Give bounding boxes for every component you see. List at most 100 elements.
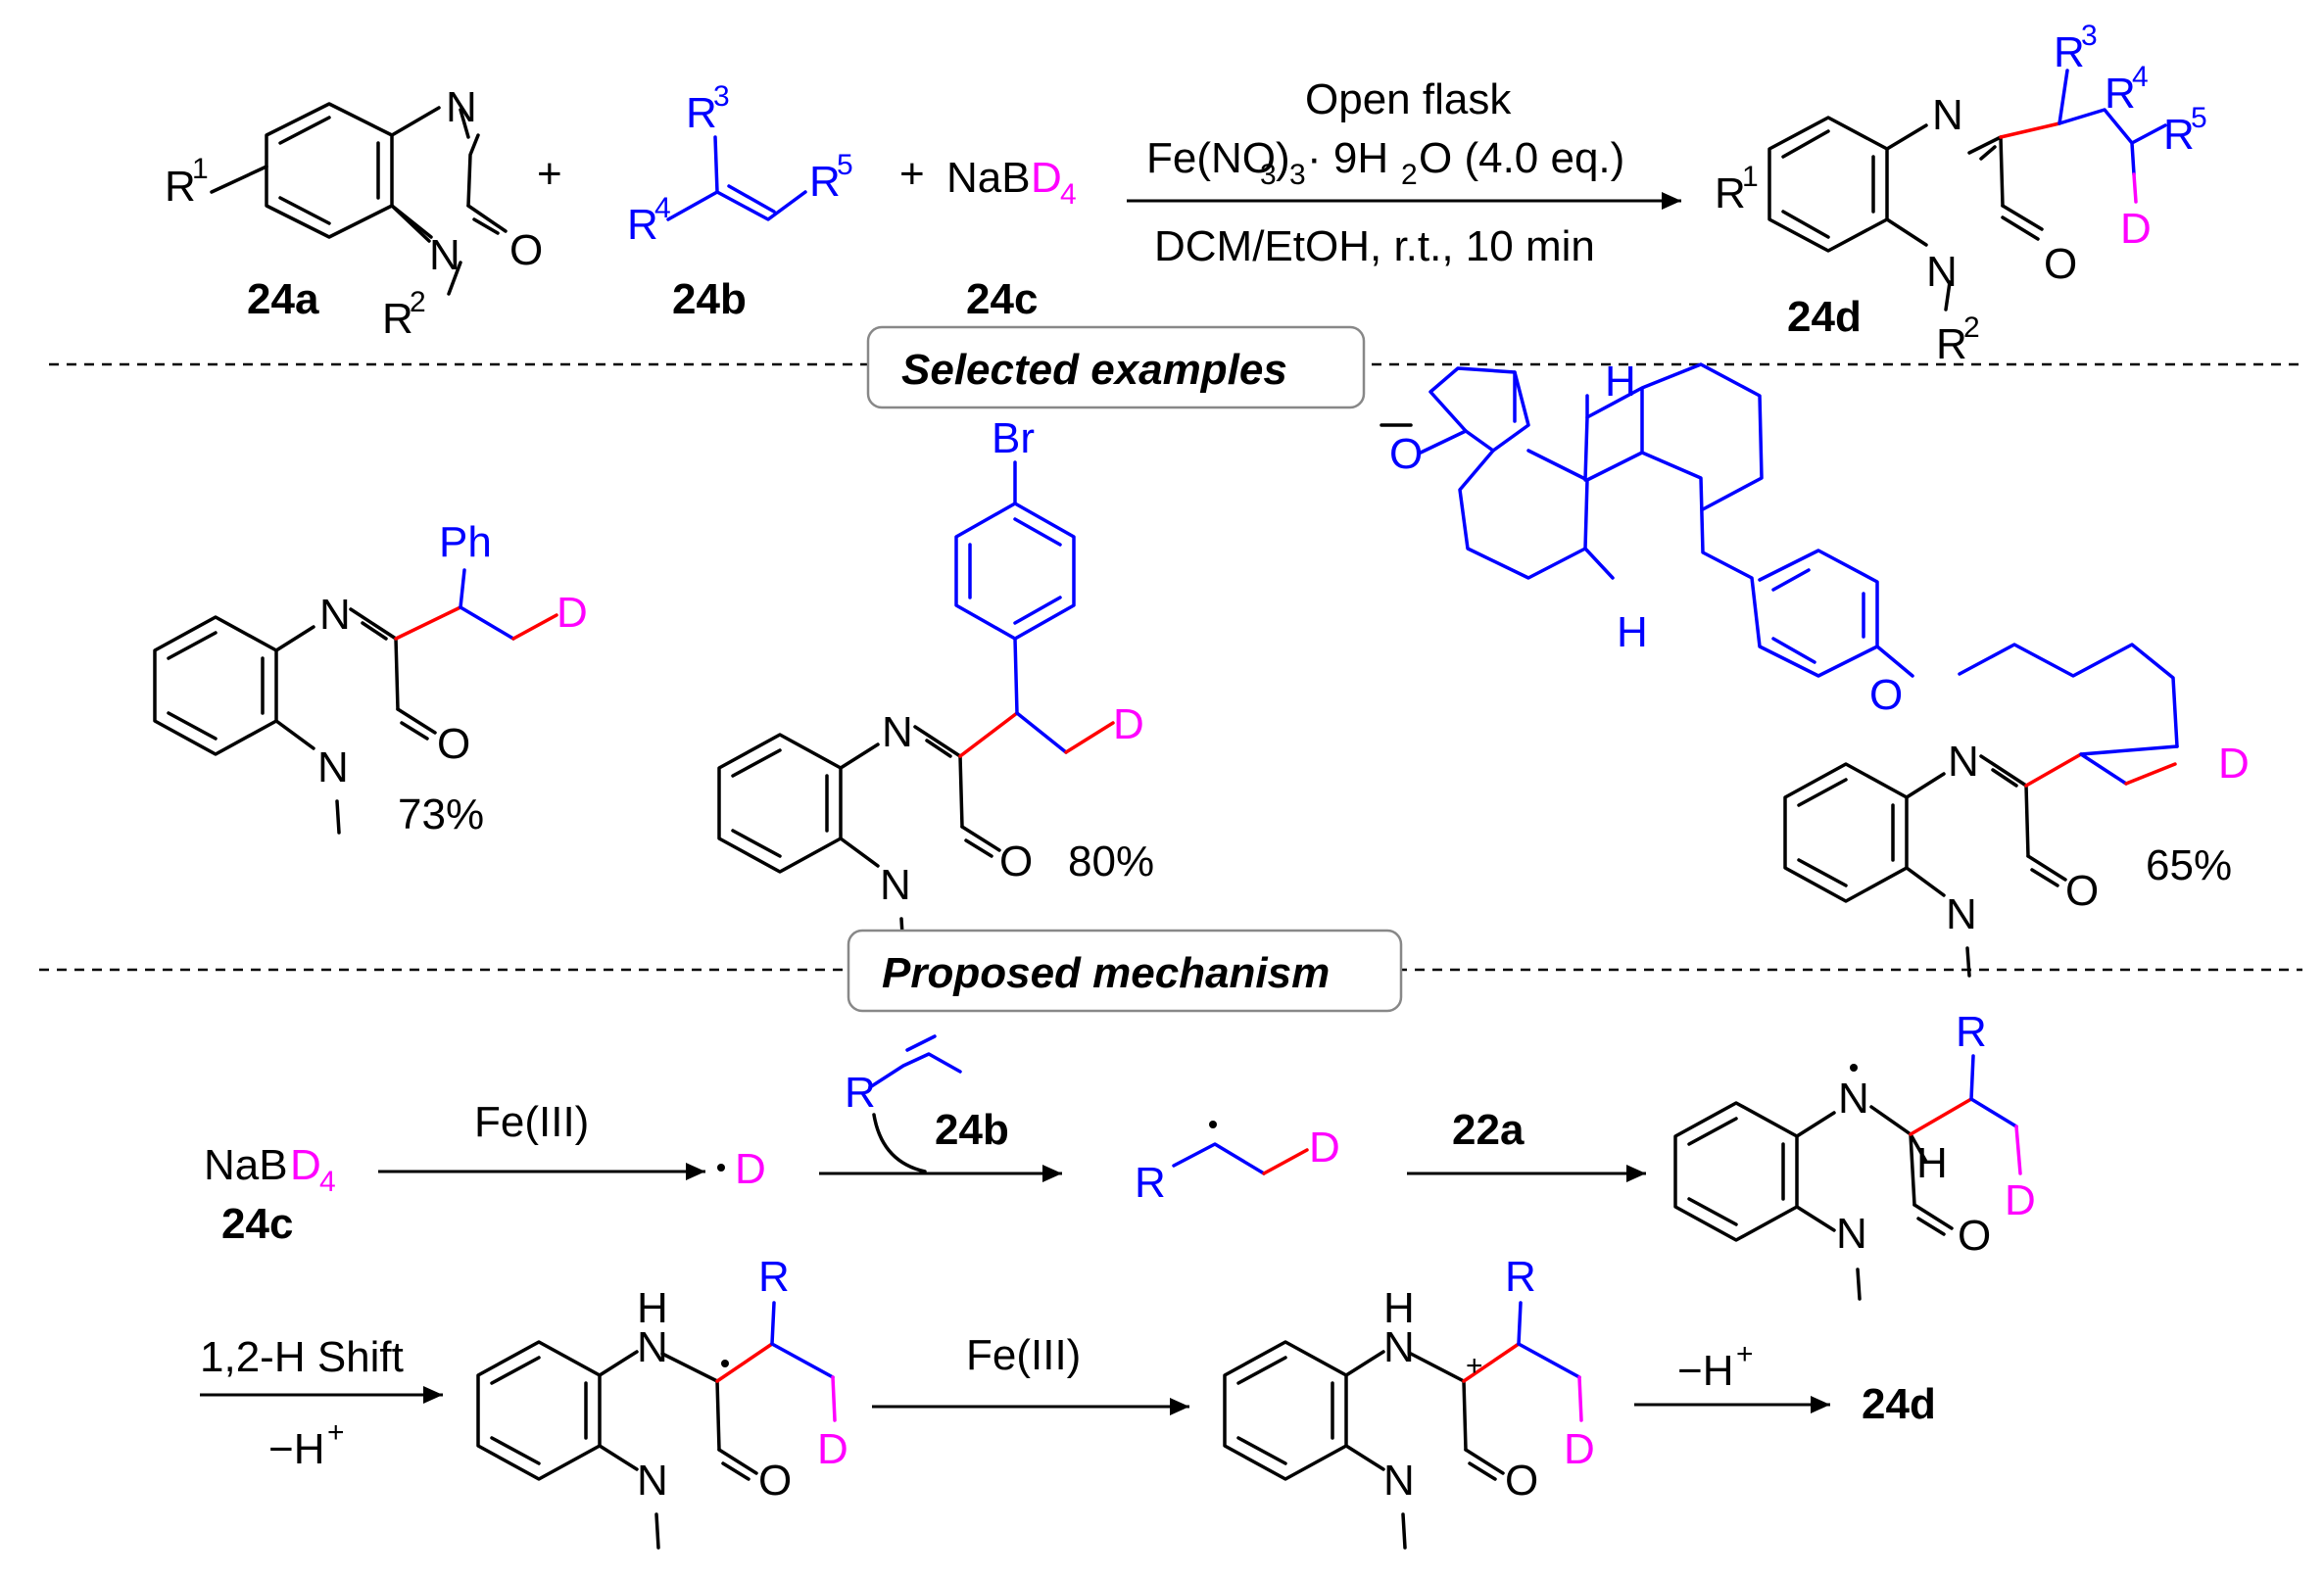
svg-text:N: N [446, 83, 477, 131]
svg-text:R: R [845, 1069, 876, 1117]
mechanism-title: Proposed mechanism [882, 949, 1330, 997]
svg-text:R: R [1936, 320, 1967, 368]
mechanism-step2: R 24b [819, 1034, 1062, 1182]
svg-text:R: R [165, 163, 196, 211]
svg-text:Fe(III): Fe(III) [474, 1098, 589, 1146]
svg-text:D: D [1564, 1425, 1595, 1473]
svg-text:D: D [735, 1145, 766, 1193]
svg-text:5: 5 [837, 149, 853, 181]
svg-text:24c: 24c [966, 275, 1038, 323]
svg-text:65%: 65% [2146, 841, 2232, 889]
svg-text:R: R [382, 295, 413, 343]
mechanism-step5: Fe(III) [872, 1331, 1189, 1415]
svg-text:24b: 24b [935, 1106, 1009, 1154]
svg-text:4: 4 [654, 192, 671, 224]
svg-text:N: N [429, 231, 460, 279]
svg-text:24d: 24d [1787, 293, 1862, 341]
svg-text:D: D [2218, 740, 2250, 788]
svg-text:−H: −H [1677, 1347, 1733, 1395]
svg-text:Open flask: Open flask [1305, 75, 1512, 123]
svg-text:R: R [2054, 28, 2085, 76]
svg-text:R: R [627, 201, 658, 249]
svg-text:Ph: Ph [439, 518, 492, 566]
svg-text:N: N [1932, 91, 1963, 139]
svg-text:Fe(III): Fe(III) [966, 1331, 1081, 1379]
svg-text:R: R [809, 158, 841, 206]
svg-text:Br: Br [992, 414, 1035, 462]
svg-text:2: 2 [410, 286, 426, 318]
svg-text:O: O [2044, 240, 2077, 288]
svg-text:O: O [1958, 1212, 1991, 1260]
svg-text:NaB: NaB [946, 154, 1031, 202]
svg-text:O: O [1869, 671, 1903, 719]
svg-text:DCM/EtOH, r.t., 10 min: DCM/EtOH, r.t., 10 min [1154, 222, 1595, 270]
svg-text:N: N [1383, 1457, 1415, 1505]
svg-text:5: 5 [2191, 102, 2207, 134]
svg-text:2: 2 [1401, 159, 1418, 191]
svg-text:24b: 24b [672, 275, 747, 323]
svg-text:H: H [1916, 1139, 1948, 1187]
svg-text:4: 4 [2132, 61, 2149, 93]
svg-text:2: 2 [1963, 311, 1980, 344]
svg-text:N: N [637, 1323, 668, 1371]
svg-text:Fe(NO: Fe(NO [1146, 134, 1276, 182]
svg-text:+: + [537, 150, 562, 198]
mechanism-step4: 1,2-H Shift −H+ [200, 1333, 443, 1473]
svg-text:R: R [1135, 1159, 1166, 1207]
svg-text:N: N [1383, 1323, 1415, 1371]
svg-text:73%: 73% [398, 790, 484, 838]
svg-text:24c: 24c [221, 1200, 293, 1248]
svg-text:N: N [882, 708, 913, 756]
example-1: N N O Ph D 73% [153, 518, 588, 838]
svg-text:+: + [1736, 1338, 1754, 1370]
product-24d: N N O R2 R1 R3 R4 R5 D 24d [1715, 20, 2207, 368]
svg-text:): ) [1276, 134, 1290, 182]
mechanism-intermediate-3: H N + N O R D [1223, 1253, 1595, 1550]
svg-text:H: H [1383, 1284, 1415, 1332]
svg-text:O (4.0 eq.): O (4.0 eq.) [1419, 134, 1624, 182]
svg-text:D: D [1031, 154, 1062, 202]
svg-text:N: N [317, 743, 349, 791]
svg-text:−H: −H [268, 1425, 324, 1473]
svg-text:N: N [319, 591, 351, 639]
svg-text:O: O [509, 226, 543, 274]
svg-text:N: N [1948, 738, 1979, 786]
svg-text:3: 3 [2081, 20, 2098, 52]
svg-text:O: O [758, 1457, 792, 1505]
svg-text:N: N [637, 1457, 668, 1505]
svg-text:+: + [327, 1416, 345, 1449]
mechanism-intermediate-2: H N N O R D [476, 1253, 848, 1550]
svg-text:R: R [1505, 1253, 1536, 1301]
svg-text:H: H [637, 1284, 668, 1332]
svg-text:N: N [1926, 248, 1958, 296]
svg-text:H: H [1605, 358, 1636, 406]
svg-text:NaB: NaB [204, 1141, 288, 1189]
svg-text:D: D [1309, 1124, 1340, 1172]
svg-text:N: N [880, 861, 911, 909]
svg-text:4: 4 [319, 1166, 336, 1198]
svg-text:O: O [1505, 1457, 1538, 1505]
svg-text:R: R [1956, 1008, 1987, 1056]
svg-text:R: R [1715, 169, 1746, 217]
svg-text:24a: 24a [247, 275, 319, 323]
mechanism-box [847, 929, 1403, 1013]
svg-text:24d: 24d [1862, 1380, 1936, 1428]
svg-text:R: R [686, 89, 717, 137]
mechanism-step6: −H+ 24d [1634, 1338, 1936, 1428]
svg-text:N: N [1836, 1210, 1867, 1258]
svg-text:D: D [1113, 700, 1144, 748]
svg-text:3: 3 [1289, 159, 1306, 191]
mechanism-radical: R D [1135, 1121, 1340, 1207]
svg-text:1,2-H Shift: 1,2-H Shift [200, 1333, 404, 1381]
svg-text:D: D [290, 1141, 321, 1189]
example-3: O H H O N N O D 65% [1380, 358, 2250, 978]
svg-text:D: D [2120, 205, 2152, 253]
examples-title: Selected examples [901, 346, 1287, 394]
example-2: Br N N O D 80% [717, 414, 1154, 952]
svg-text:+: + [1466, 1350, 1483, 1382]
svg-text:· 9H: · 9H [1307, 134, 1388, 182]
svg-text:1: 1 [1742, 161, 1759, 193]
svg-text:H: H [1617, 608, 1648, 656]
